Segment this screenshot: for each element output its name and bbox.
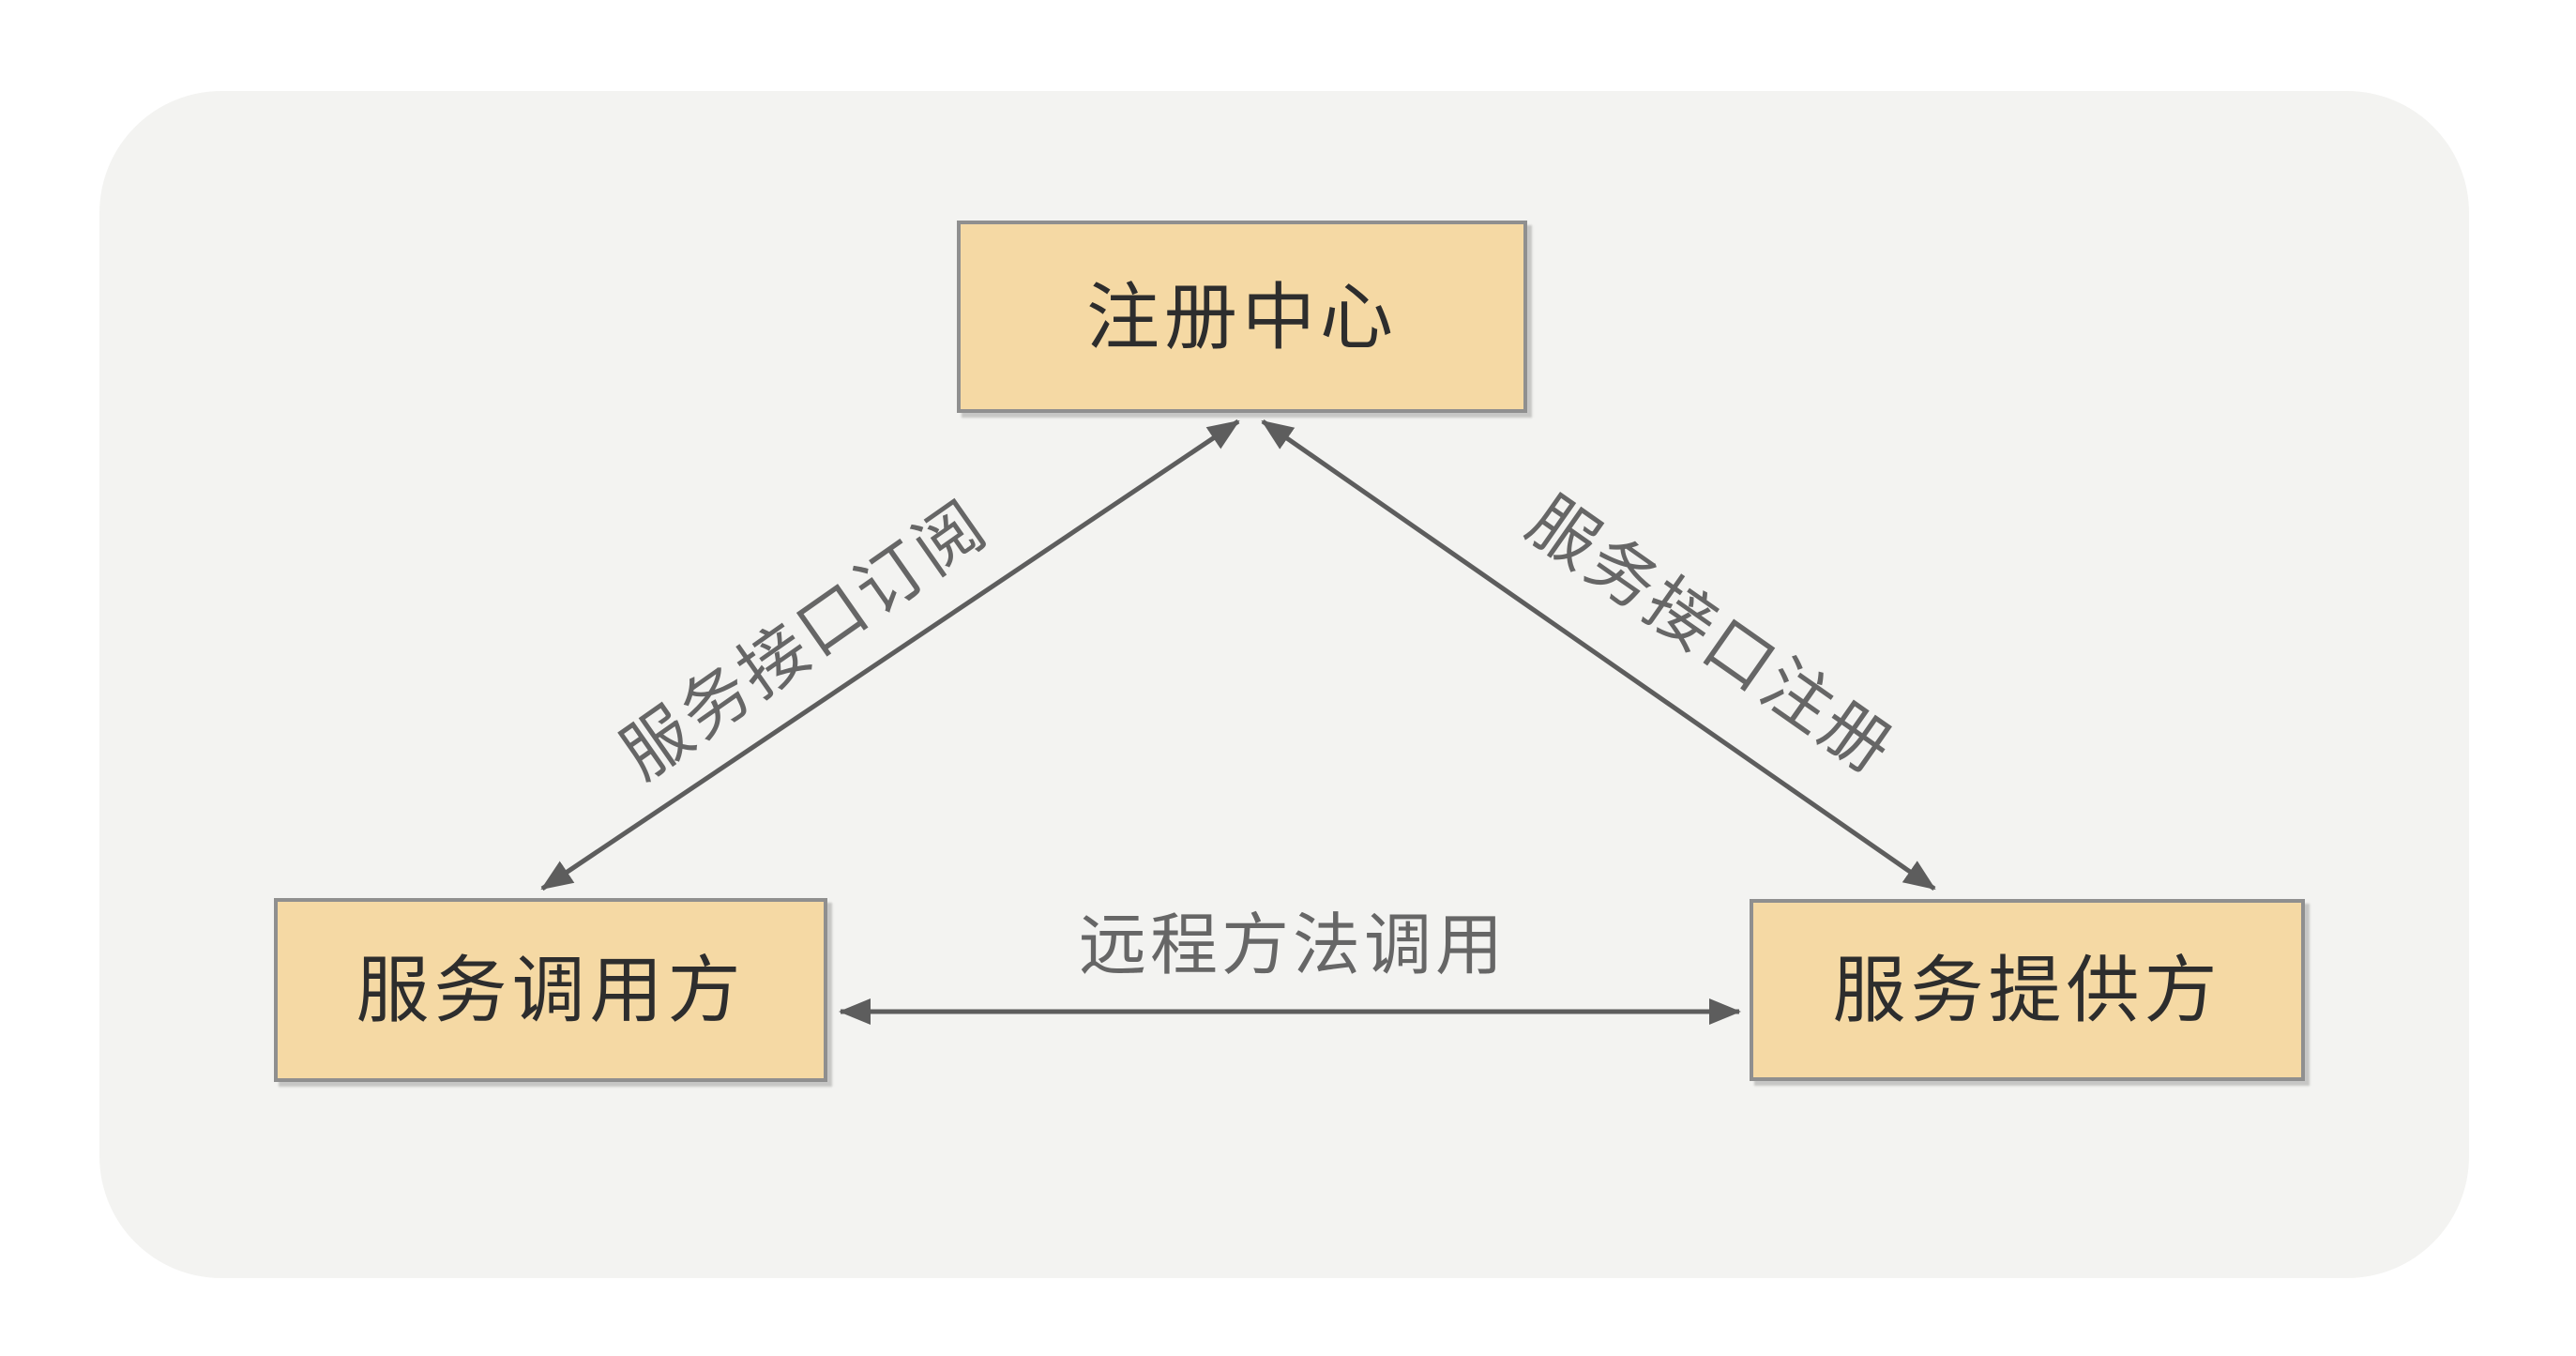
node-registry: 注册中心 bbox=[957, 221, 1527, 413]
node-service-provider: 服务提供方 bbox=[1750, 899, 2305, 1081]
node-service-consumer: 服务调用方 bbox=[274, 898, 827, 1082]
rpc-edge-label: 远程方法调用 bbox=[1078, 908, 1508, 983]
node-registry-label: 注册中心 bbox=[1085, 275, 1398, 358]
register-arrow bbox=[1261, 419, 1936, 891]
node-service-consumer-label: 服务调用方 bbox=[356, 949, 746, 1031]
subscribe-arrow bbox=[540, 419, 1240, 891]
node-service-provider-label: 服务提供方 bbox=[1832, 949, 2222, 1031]
